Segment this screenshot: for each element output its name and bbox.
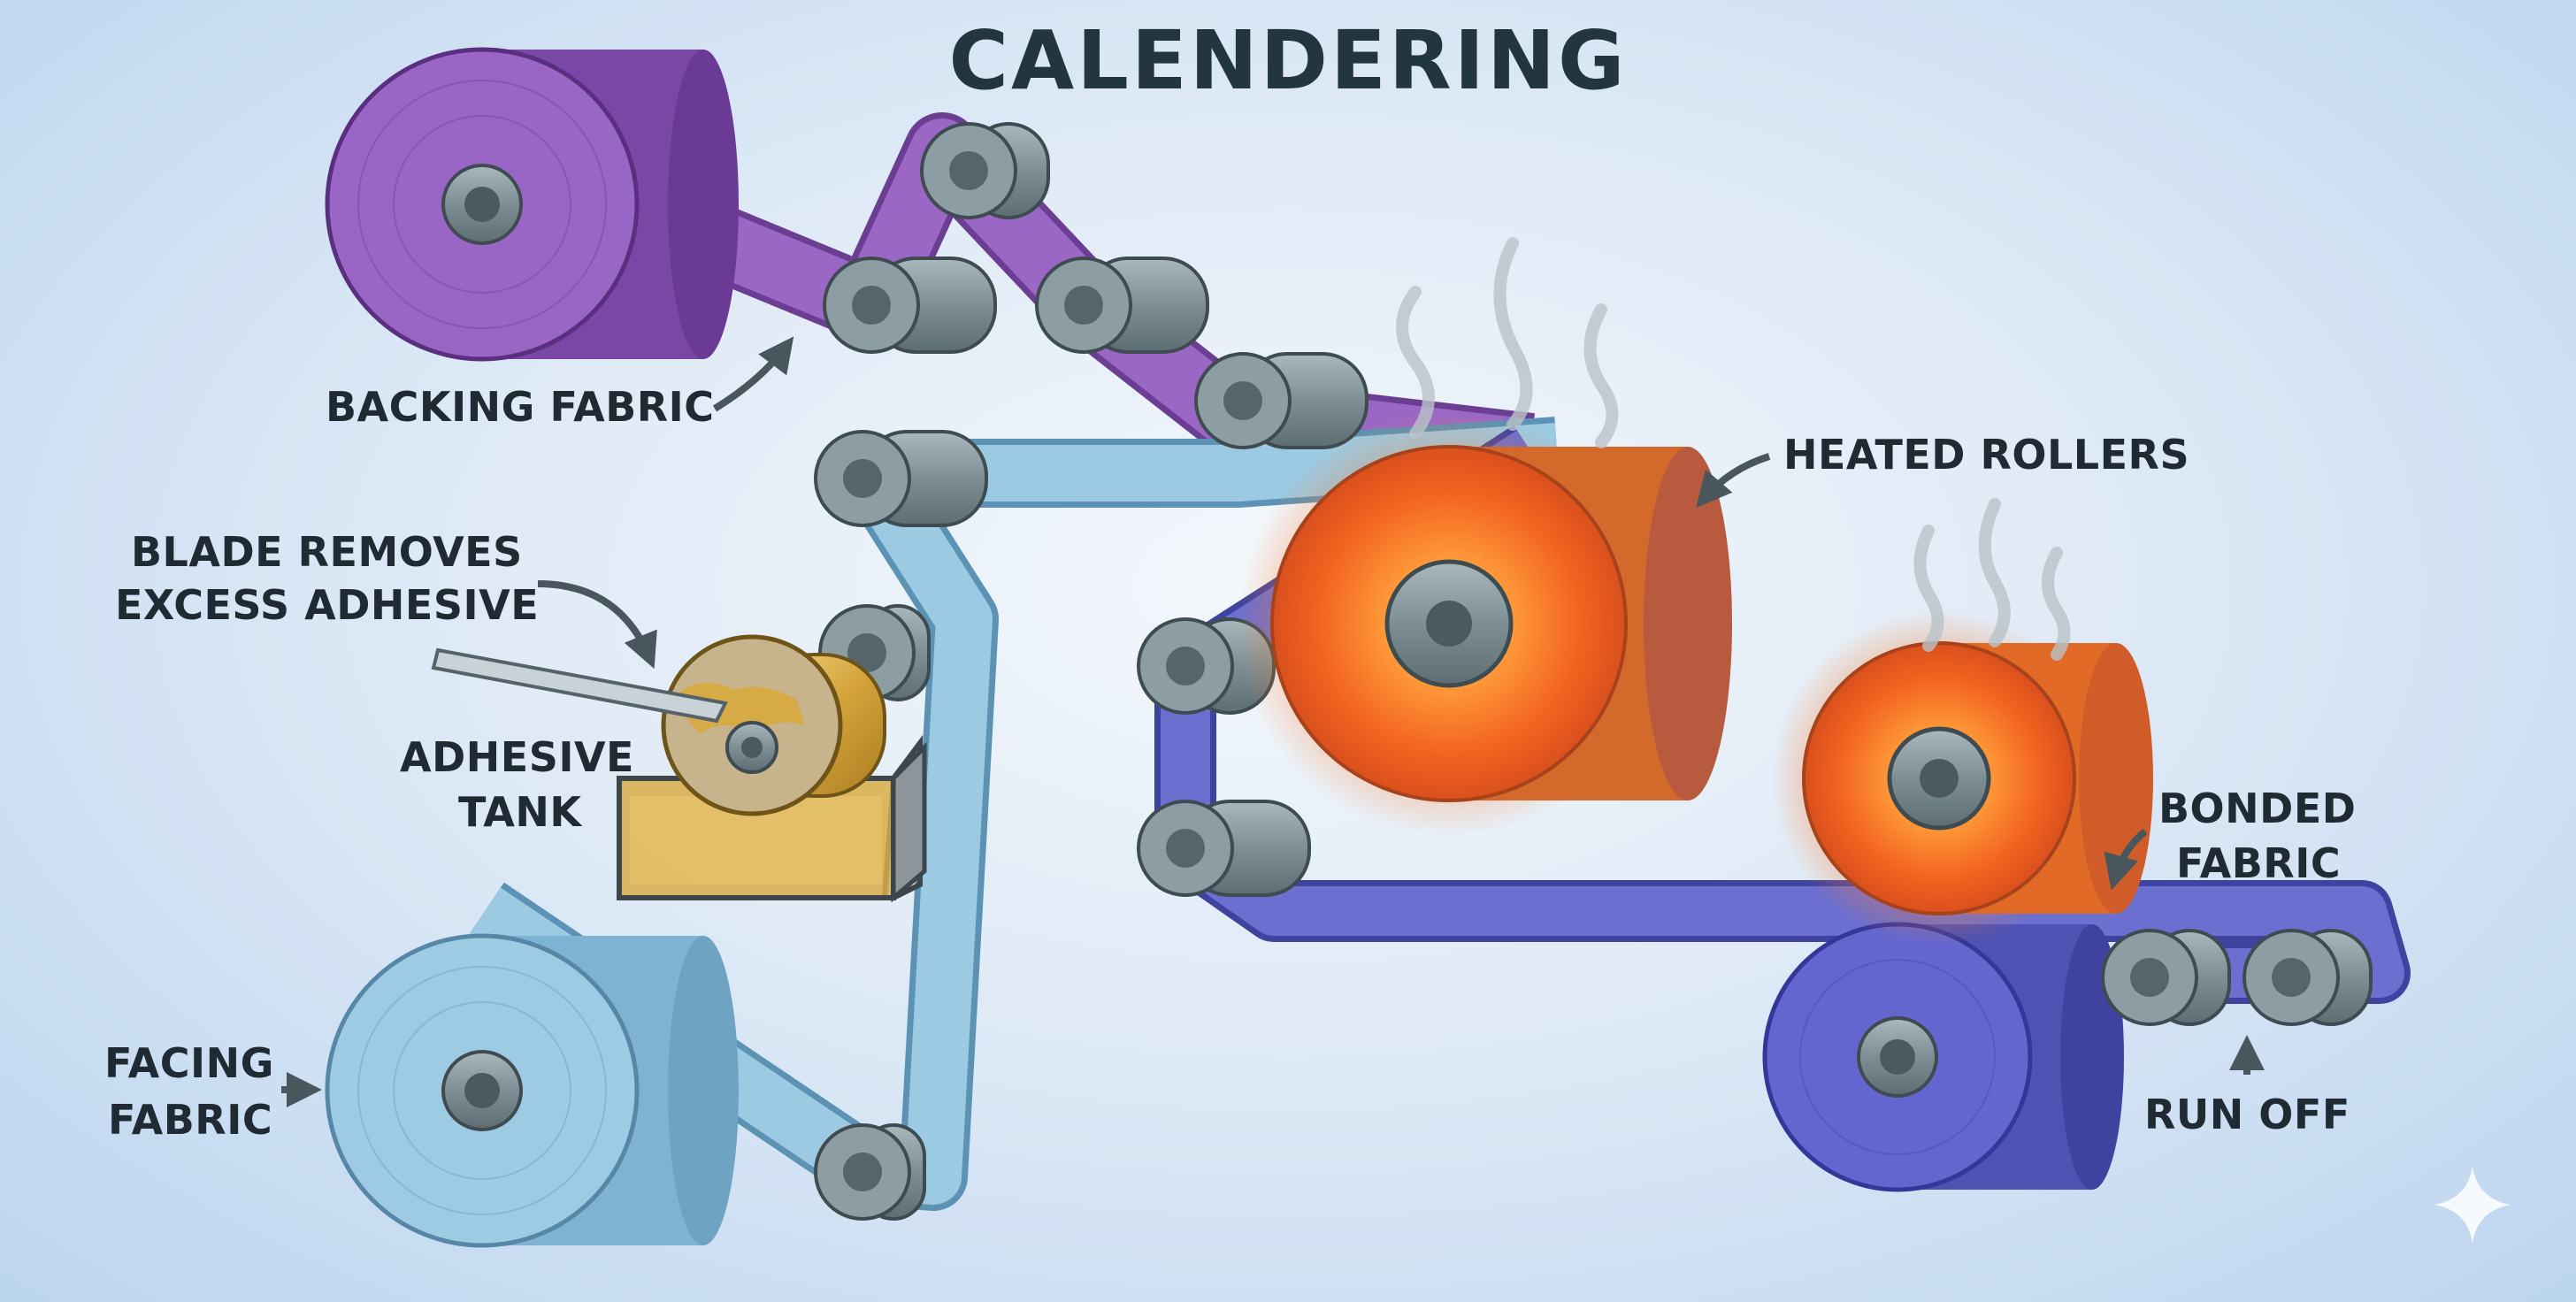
guide-rollers xyxy=(814,122,2373,1221)
facing-fabric-roll xyxy=(325,933,739,1248)
bonded-fabric-roll xyxy=(1762,922,2124,1192)
guide-roller xyxy=(814,430,988,527)
arrow-icon xyxy=(537,580,657,670)
backing-fabric-roll xyxy=(325,47,739,362)
arrow-icon xyxy=(2104,828,2148,891)
arrow-icon xyxy=(712,336,794,412)
heated-roller-large xyxy=(1237,411,1732,836)
guide-roller xyxy=(823,257,997,354)
run-off-label: RUN OFF xyxy=(2144,1091,2350,1138)
heated-roller-small xyxy=(1771,610,2153,946)
steam-wisps xyxy=(1396,237,2071,661)
bonded-label-line2: FABRIC xyxy=(2176,839,2341,887)
doctor-blade xyxy=(431,647,728,724)
label-heated-rollers: HEATED ROLLERS xyxy=(1696,431,2189,509)
guide-roller xyxy=(1035,257,1209,354)
heated-rollers-label: HEATED ROLLERS xyxy=(1783,431,2189,479)
run-off-roller xyxy=(2101,929,2231,1026)
backing-fabric-label: BACKING FABRIC xyxy=(326,383,715,431)
guide-roller xyxy=(920,122,1050,219)
adhesive-label-line1: ADHESIVE xyxy=(400,733,634,781)
label-adhesive-tank: ADHESIVE TANK xyxy=(400,733,634,836)
adhesive-roller xyxy=(661,634,886,816)
label-blade: BLADE REMOVES EXCESS ADHESIVE xyxy=(115,528,657,670)
sparkle-icon xyxy=(2434,1166,2511,1244)
facing-label-line1: FACING xyxy=(104,1039,274,1087)
run-off-roller xyxy=(2242,929,2373,1026)
guide-roller xyxy=(1137,800,1311,897)
bonded-label-line1: BONDED xyxy=(2158,785,2356,832)
guide-roller xyxy=(1194,352,1368,449)
arrow-icon xyxy=(1696,453,1771,509)
blade-label-line2: EXCESS ADHESIVE xyxy=(115,581,539,629)
label-run-off: RUN OFF xyxy=(2144,1035,2350,1138)
adhesive-tank xyxy=(617,735,927,903)
label-bonded-fabric: BONDED FABRIC xyxy=(2104,785,2356,891)
facing-label-line2: FABRIC xyxy=(108,1096,272,1144)
guide-roller xyxy=(814,1123,926,1221)
page-title: CALENDERING xyxy=(949,13,1628,108)
adhesive-label-line2: TANK xyxy=(458,788,583,836)
label-backing-fabric: BACKING FABRIC xyxy=(326,336,794,431)
label-facing-fabric: FACING FABRIC xyxy=(104,1039,322,1144)
blade-label-line1: BLADE REMOVES xyxy=(131,528,523,576)
